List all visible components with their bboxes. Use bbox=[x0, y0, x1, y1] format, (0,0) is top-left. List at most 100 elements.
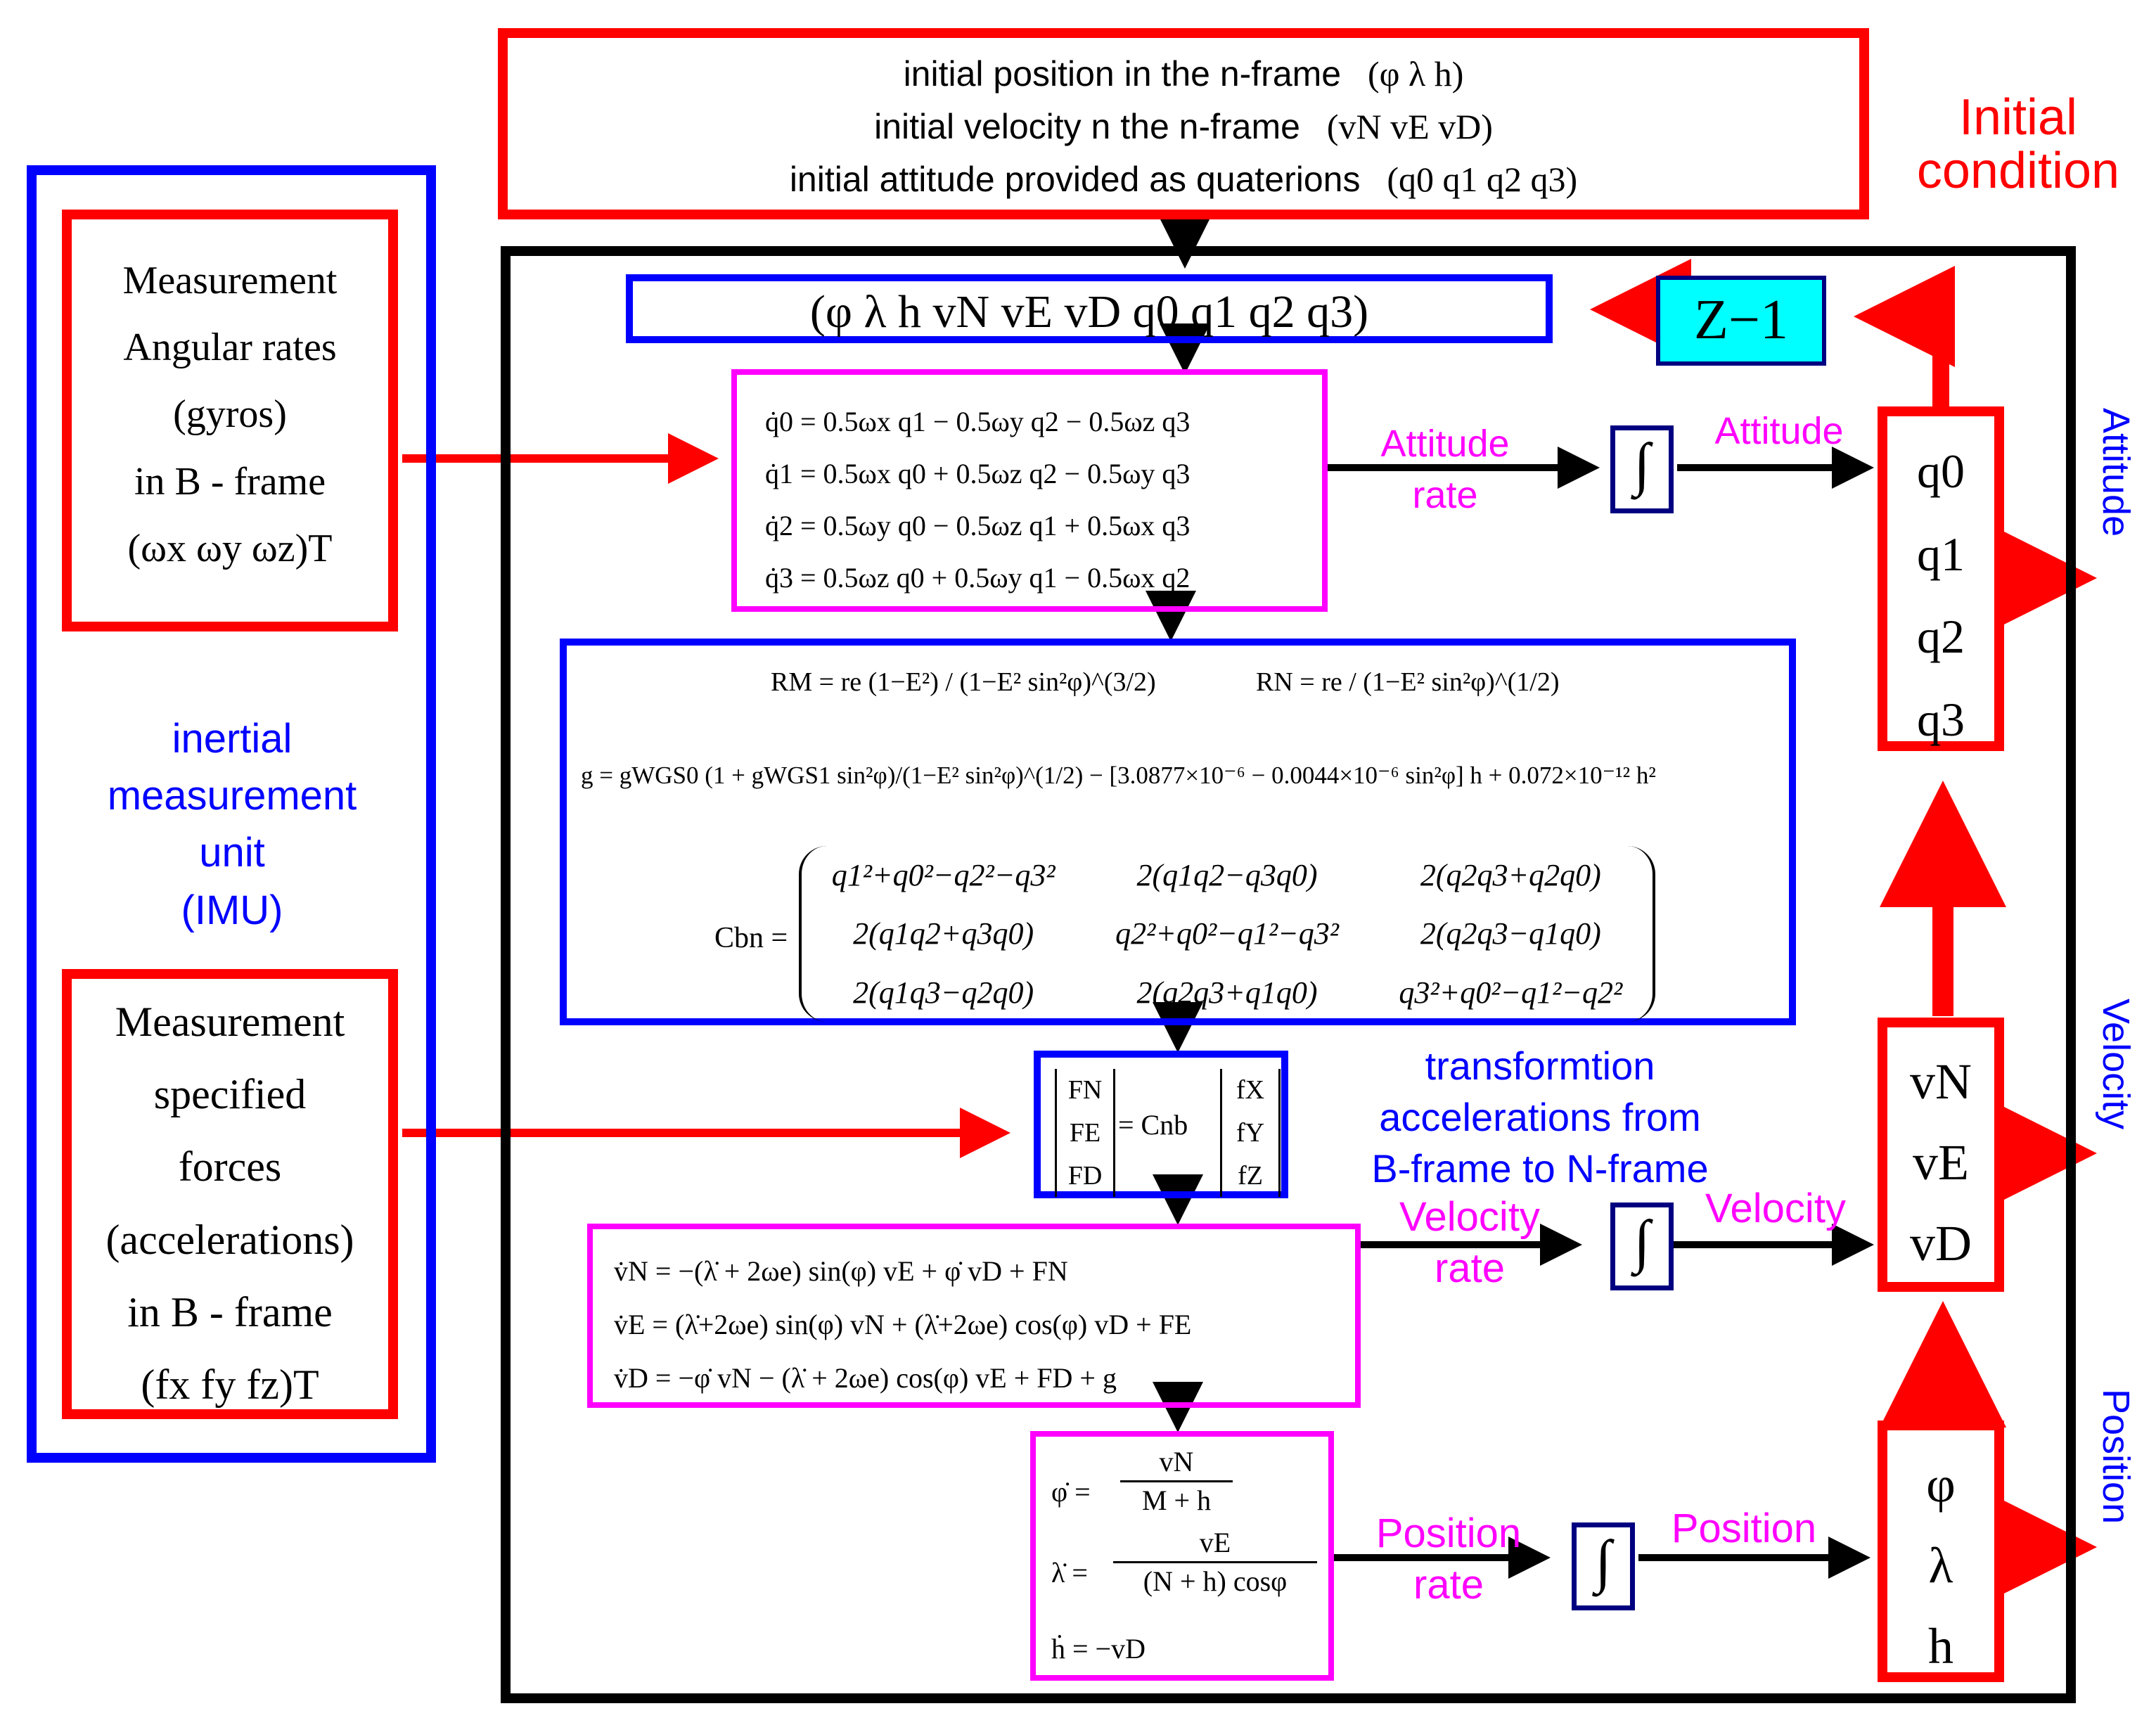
out-vd: vD bbox=[1910, 1215, 1972, 1272]
transform-label-1: transformtion bbox=[1425, 1044, 1655, 1088]
attitude-output-box: q0 q1 q2 q3 bbox=[1878, 406, 2004, 751]
position-integrator: ∫ bbox=[1572, 1522, 1635, 1610]
attitude-output-label: Attitude bbox=[1714, 410, 1844, 452]
initial-condition-box: initial position in the n-frame (φ λ h) … bbox=[498, 28, 1869, 219]
initial-velocity-text: initial velocity n the n-frame bbox=[874, 107, 1300, 146]
transform-label-2: accelerations from bbox=[1379, 1094, 1701, 1139]
pos-rate-2: rate bbox=[1413, 1561, 1484, 1608]
initial-position-text: initial position in the n-frame bbox=[903, 54, 1342, 94]
cbn-cell: q3²+q0²−q1²−q2² bbox=[1399, 975, 1623, 1010]
position-eq-box: φ̇ = vN M + h λ̇ = vE (N + h) cosφ ḣ = −… bbox=[1030, 1431, 1334, 1681]
att-rate-2: rate bbox=[1412, 473, 1478, 516]
cbn-row: q1²+q0²−q2²−q3² 2(q1q2−q3q0) 2(q2q3+q2q0… bbox=[802, 846, 1653, 904]
cbn-cell: 2(q1q2+q3q0) bbox=[853, 916, 1034, 951]
initial-velocity-vector: (vN vE vD) bbox=[1326, 107, 1493, 146]
out-vn: vN bbox=[1910, 1053, 1972, 1110]
quaternion-eq-box: q̇0 = 0.5ωx q1 − 0.5ωy q2 − 0.5ωz q3 q̇1… bbox=[731, 369, 1328, 612]
cbn-cell: 2(q1q3−q2q0) bbox=[853, 975, 1034, 1010]
quat-eq-1: q̇1 = 0.5ωx q0 + 0.5ωz q2 − 0.5ωy q3 bbox=[765, 458, 1191, 489]
lam-fraction: vE (N + h) cosφ bbox=[1113, 1525, 1317, 1600]
transform-mid: = Cnb bbox=[1118, 1109, 1188, 1141]
gyro-line-2: Angular rates bbox=[123, 326, 337, 370]
f-n: FN bbox=[1067, 1075, 1103, 1105]
transform-label-3: B-frame to N-frame bbox=[1371, 1146, 1709, 1191]
side-label-velocity: Velocity bbox=[2095, 999, 2137, 1130]
out-q1: q1 bbox=[1917, 527, 1965, 581]
quat-eq-0: q̇0 = 0.5ωx q1 − 0.5ωy q2 − 0.5ωz q3 bbox=[765, 406, 1191, 437]
imu-label-3: unit bbox=[199, 830, 265, 876]
gyro-line-3: (gyros) bbox=[173, 392, 287, 437]
feedback-arrow-1 bbox=[1854, 266, 1955, 408]
quat-eq-2: q̇2 = 0.5ωy q0 − 0.5ωz q1 + 0.5ωx q3 bbox=[765, 510, 1191, 541]
vel-eq-0: v̇N = −(λ̇ + 2ωe) sin(φ) vE + φ̇ vD + FN bbox=[614, 1255, 1068, 1287]
accel-line-3: forces bbox=[178, 1143, 282, 1191]
cbn-cell: 2(q1q2−q3q0) bbox=[1136, 858, 1318, 893]
gyro-line-1: Measurement bbox=[122, 259, 338, 302]
initial-position-vector: (φ λ h) bbox=[1368, 54, 1464, 94]
rn-eq: RN = re / (1−E² sin²φ)^(1/2) bbox=[1256, 667, 1560, 697]
velocity-eq-box: v̇N = −(λ̇ + 2ωe) sin(φ) vE + φ̇ vD + FN… bbox=[587, 1224, 1361, 1408]
imu-label-2: measurement bbox=[107, 773, 357, 819]
velocity-integrator: ∫ bbox=[1610, 1203, 1674, 1290]
earth-model-box: RM = re (1−E²) / (1−E² sin²φ)^(3/2) RN =… bbox=[560, 639, 1796, 1025]
gyro-line-4: in B - frame bbox=[134, 459, 326, 504]
imu-label-4: (IMU) bbox=[181, 887, 283, 933]
f-y: fY bbox=[1236, 1117, 1265, 1148]
att-rate-1: Attitude bbox=[1380, 423, 1510, 465]
gravity-eq: g = gWGS0 (1 + gWGS1 sin²φ)/(1−E² sin²φ)… bbox=[581, 762, 1656, 789]
transform-label: transformtion accelerations from B-frame… bbox=[1315, 1041, 1765, 1194]
cbn-matrix: q1²+q0²−q2²−q3² 2(q1q2−q3q0) 2(q2q3+q2q0… bbox=[799, 846, 1655, 1022]
cbn-cell: q1²+q0²−q2²−q3² bbox=[831, 858, 1055, 893]
initial-attitude-text: initial attitude provided as quaterions bbox=[789, 160, 1361, 199]
vel-rate-2: rate bbox=[1435, 1245, 1505, 1291]
phi-den: M + h bbox=[1141, 1484, 1212, 1516]
f-x: fX bbox=[1236, 1075, 1265, 1105]
vel-eq-2: v̇D = −φ̇ vN − (λ̇ + 2ωe) cos(φ) vE + FD… bbox=[614, 1362, 1117, 1394]
cbn-cell: 2(q2q3+q1q0) bbox=[1136, 975, 1318, 1010]
transform-box: FN FE FD = Cnb fX fY fZ bbox=[1034, 1051, 1288, 1198]
f-z: fZ bbox=[1238, 1160, 1263, 1191]
phi-lhs: φ̇ = bbox=[1051, 1476, 1091, 1508]
vel-eq-1: v̇E = (λ̇+2ωe) sin(φ) vN + (λ̇+2ωe) cos(… bbox=[614, 1309, 1192, 1340]
cbn-cell: 2(q2q3−q1q0) bbox=[1420, 916, 1601, 951]
imu-label: inertial measurement unit (IMU) bbox=[42, 710, 422, 939]
f-body-vector: fX fY fZ bbox=[1220, 1069, 1281, 1198]
cbn-row: 2(q1q2+q3q0) q2²+q0²−q1²−q3² 2(q2q3−q1q0… bbox=[802, 904, 1653, 963]
out-ve: vE bbox=[1913, 1134, 1969, 1191]
out-h: h bbox=[1928, 1618, 1953, 1675]
accel-line-4: (accelerations) bbox=[105, 1216, 354, 1263]
delay-block: Z−1 bbox=[1656, 276, 1826, 366]
cbn-label: Cbn = bbox=[714, 922, 788, 954]
delay-label: Z−1 bbox=[1694, 289, 1788, 351]
side-label-attitude: Attitude bbox=[2095, 408, 2137, 537]
initial-label-1: Initial bbox=[1958, 89, 2078, 146]
lam-den: (N + h) cosφ bbox=[1143, 1565, 1288, 1597]
initial-label-2: condition bbox=[1916, 142, 2120, 199]
integral-icon: ∫ bbox=[1634, 1209, 1650, 1274]
integral-icon: ∫ bbox=[1634, 432, 1650, 497]
phi-fraction: vN M + h bbox=[1120, 1444, 1233, 1519]
ins-processing-box bbox=[501, 246, 2076, 1703]
imu-label-1: inertial bbox=[172, 716, 293, 762]
initial-condition-label: Initial condition bbox=[1892, 91, 2145, 198]
f-d: FD bbox=[1067, 1160, 1103, 1191]
imu-box bbox=[27, 165, 436, 1463]
position-rate-label: Position rate bbox=[1350, 1508, 1547, 1610]
cbn-cell: 2(q2q3+q2q0) bbox=[1420, 858, 1601, 893]
rm-eq: RM = re (1−E²) / (1−E² sin²φ)^(3/2) bbox=[771, 667, 1156, 697]
position-output-label: Position bbox=[1671, 1506, 1817, 1551]
out-lambda: λ bbox=[1928, 1537, 1953, 1594]
h-eq: ḣ = −vD bbox=[1051, 1633, 1146, 1665]
out-q2: q2 bbox=[1917, 610, 1965, 664]
attitude-integrator: ∫ bbox=[1610, 425, 1674, 513]
cbn-cell: q2²+q0²−q1²−q3² bbox=[1115, 916, 1339, 951]
out-phi: φ bbox=[1926, 1456, 1956, 1513]
accel-line-5: in B - frame bbox=[127, 1288, 333, 1335]
vel-rate-1: Velocity bbox=[1399, 1194, 1540, 1240]
initial-attitude-vector: (q0 q1 q2 q3) bbox=[1387, 160, 1578, 199]
position-output-box: φ λ h bbox=[1878, 1421, 2004, 1682]
out-q3: q3 bbox=[1917, 692, 1965, 746]
integral-icon: ∫ bbox=[1595, 1529, 1612, 1594]
quat-eq-3: q̇3 = 0.5ωz q0 + 0.5ωy q1 − 0.5ωx q2 bbox=[765, 562, 1191, 594]
gyro-box: Measurement Angular rates (gyros) in B -… bbox=[62, 210, 398, 631]
